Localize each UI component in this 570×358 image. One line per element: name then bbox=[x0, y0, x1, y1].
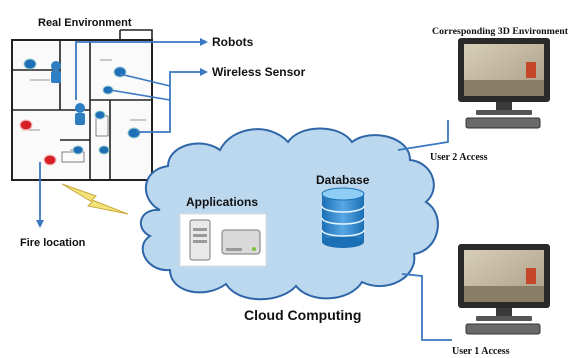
wireless-link-bolt-icon bbox=[61, 183, 129, 215]
wireless-sensor-arrow bbox=[136, 68, 208, 133]
computer-user1-icon bbox=[458, 244, 550, 335]
user2-access-label: User 2 Access bbox=[430, 152, 488, 163]
robot-icon bbox=[75, 103, 85, 125]
floor-plan bbox=[11, 29, 153, 181]
applications-label: Applications bbox=[186, 195, 258, 209]
real-environment-label: Real Environment bbox=[38, 17, 132, 29]
robots-arrow bbox=[75, 38, 208, 100]
fire-location-icon bbox=[19, 119, 57, 166]
robots-label: Robots bbox=[212, 35, 254, 49]
fire-location-label: Fire location bbox=[20, 237, 86, 249]
user2-connection-line bbox=[397, 120, 449, 151]
database-icon bbox=[321, 187, 365, 248]
wireless-sensor-label: Wireless Sensor bbox=[212, 65, 306, 79]
robot-icon bbox=[51, 61, 61, 83]
database-label: Database bbox=[316, 173, 370, 187]
user1-connection-line bbox=[401, 273, 452, 341]
cloud-computing-label: Cloud Computing bbox=[244, 307, 361, 323]
corresponding-3d-label: Corresponding 3D Environment bbox=[432, 26, 568, 36]
wireless-sensor-icon bbox=[23, 58, 141, 155]
computer-user2-icon bbox=[458, 38, 550, 129]
user1-access-label: User 1 Access bbox=[452, 346, 510, 357]
hard-drive-icon bbox=[221, 229, 261, 255]
server-icon bbox=[189, 219, 211, 261]
